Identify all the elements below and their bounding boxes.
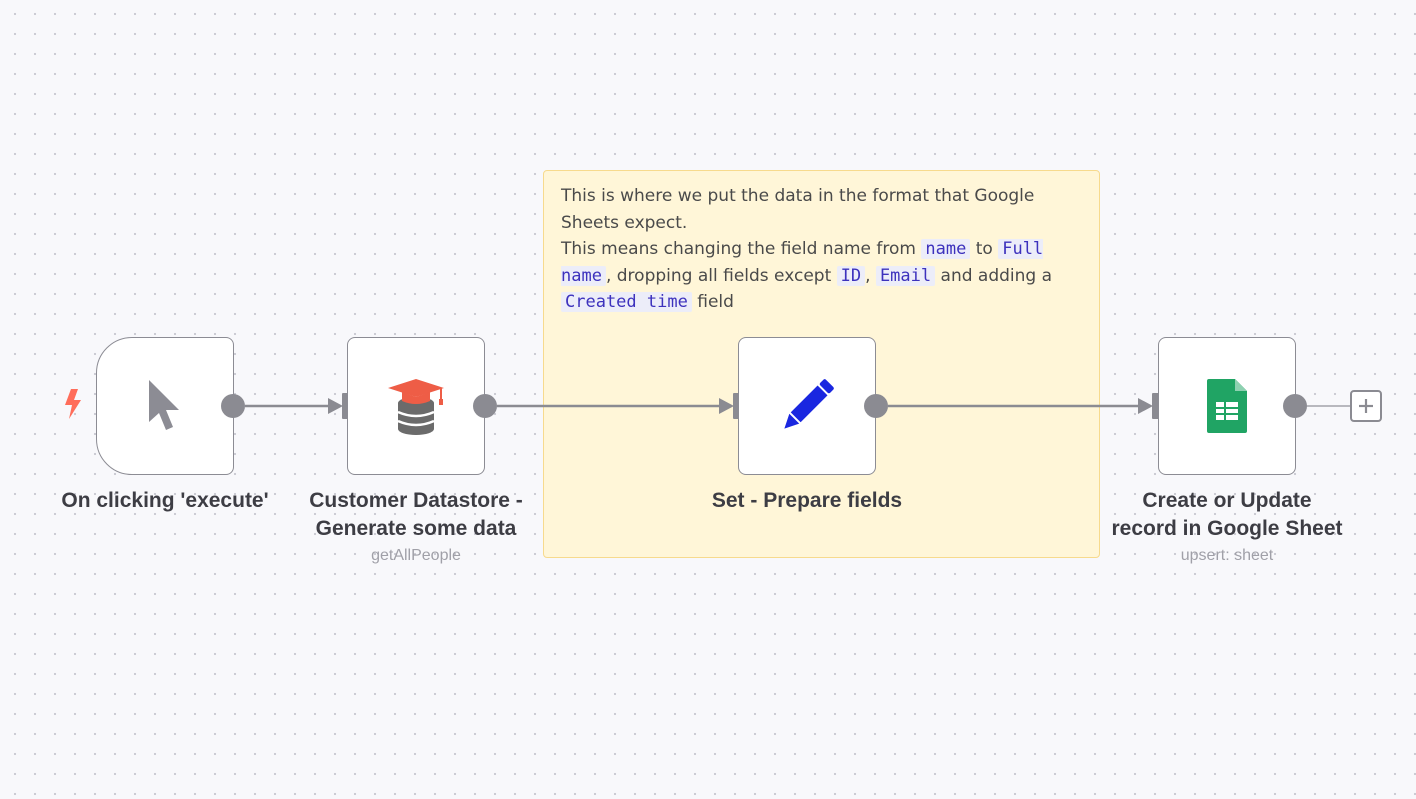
node-manual-trigger[interactable] [96,337,234,475]
connection-1-2-arrow [328,398,343,414]
code-id: ID [836,265,866,286]
connection-3-4-arrow [1138,398,1153,414]
code-created-time: Created time [561,292,692,312]
field-word: field [691,292,734,312]
cursor-arrow-icon [97,338,233,474]
dropping-text: , dropping all fields except [605,265,837,286]
code-email: Email [875,265,936,286]
connection-2-3-arrow [719,398,734,414]
comma-text: , [865,265,876,286]
output-handle[interactable] [864,394,888,418]
node-label: On clicking 'execute' [61,489,269,512]
adding-text: and adding a [935,265,1053,286]
lightning-bolt-icon [62,388,84,424]
google-sheets-icon [1159,338,1295,474]
add-node-button[interactable] [1350,390,1382,422]
node-google-sheets[interactable] [1158,337,1296,475]
output-handle[interactable] [473,394,497,418]
node-set-prepare-fields[interactable] [738,337,876,475]
sticky-line1: This is where we put the data in the for… [561,186,1035,233]
code-name: name [921,239,971,259]
node-label: Set - Prepare fields [711,489,903,512]
output-handle[interactable] [1283,394,1307,418]
node-subtitle: upsert: sheet [1180,547,1274,564]
output-handle[interactable] [221,394,245,418]
input-handle[interactable] [1152,393,1162,419]
sticky-note[interactable]: This is where we put the data in the for… [543,170,1100,558]
node-customer-datastore[interactable] [347,337,485,475]
sticky-note-text: This is where we put the data in the for… [561,183,1091,316]
to-word: to [970,239,999,259]
node-label: Customer Datastore -Generate some data [309,489,523,540]
pencil-icon [739,338,875,474]
node-subtitle: getAllPeople [371,547,461,564]
database-graduation-cap-icon [348,338,484,474]
sticky-line2-prefix: This means changing the field name from [561,239,922,259]
plus-icon [1359,399,1373,413]
